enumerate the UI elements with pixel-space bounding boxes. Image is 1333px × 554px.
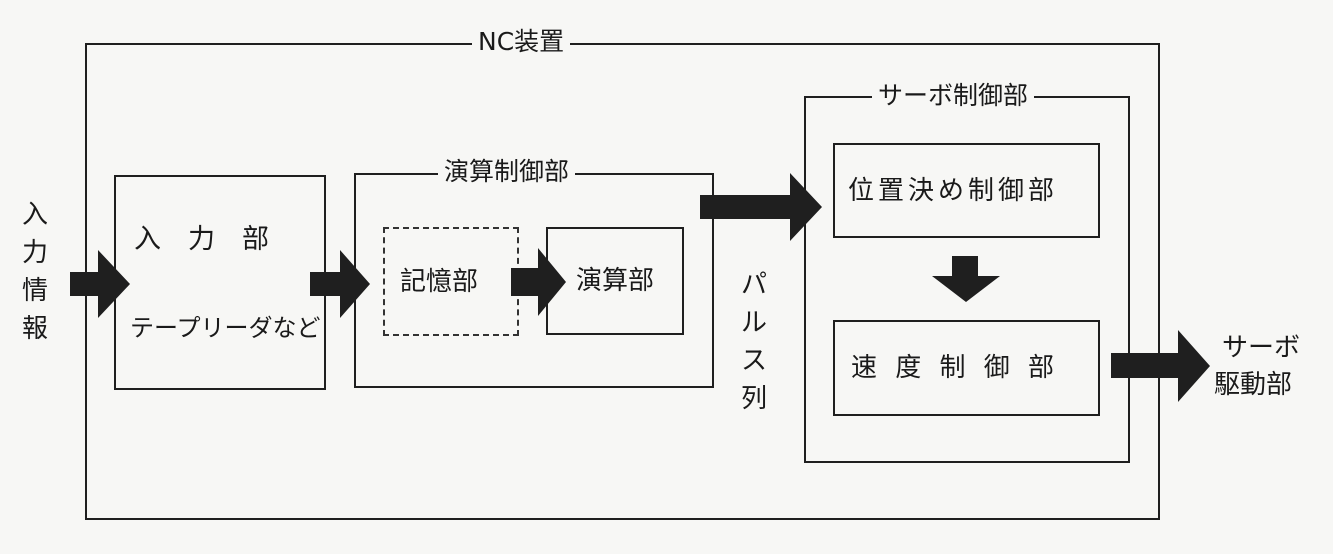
servo-drive-line2: 駆動部	[1214, 370, 1293, 400]
arrow-arith-control-to-servo-control	[700, 173, 822, 241]
input-unit-subtitle: テープリーダなど	[130, 314, 321, 342]
pulse-train-char: ス	[740, 346, 767, 376]
speed-control-label: 速 度 制 御 部	[851, 353, 1060, 383]
position-control-label: 位置決め制御部	[848, 176, 1059, 206]
pulse-train-char: ル	[740, 308, 767, 338]
input-info-char: 力	[21, 238, 48, 268]
input-info-label: 入 力 情 報	[20, 196, 50, 348]
nc-device-title: NC装置	[472, 28, 571, 56]
pulse-train-char: 列	[740, 384, 767, 414]
speed-control-box	[833, 320, 1100, 416]
arith-unit-label: 演算部	[576, 266, 655, 296]
input-info-char: 情	[21, 276, 48, 306]
servo-control-title: サーボ制御部	[872, 82, 1035, 110]
arrow-position-to-speed	[932, 256, 1000, 302]
servo-drive-line1: サーボ	[1222, 333, 1301, 363]
pulse-train-char: パ	[740, 270, 767, 300]
memory-unit-label: 記憶部	[400, 267, 479, 297]
arrow-input-unit-to-arith-control	[310, 250, 370, 318]
input-info-char: 入	[21, 200, 48, 230]
position-control-box	[833, 143, 1100, 238]
arrow-memory-to-arith	[511, 248, 566, 316]
arith-control-title: 演算制御部	[438, 158, 576, 186]
input-unit-title: 入 力 部	[134, 224, 269, 255]
input-info-char: 報	[21, 314, 48, 344]
pulse-train-label: パ ル ス 列	[739, 266, 769, 418]
arrow-input-info-to-input-unit	[70, 250, 130, 318]
arrow-servo-control-to-servo-drive	[1111, 330, 1210, 402]
